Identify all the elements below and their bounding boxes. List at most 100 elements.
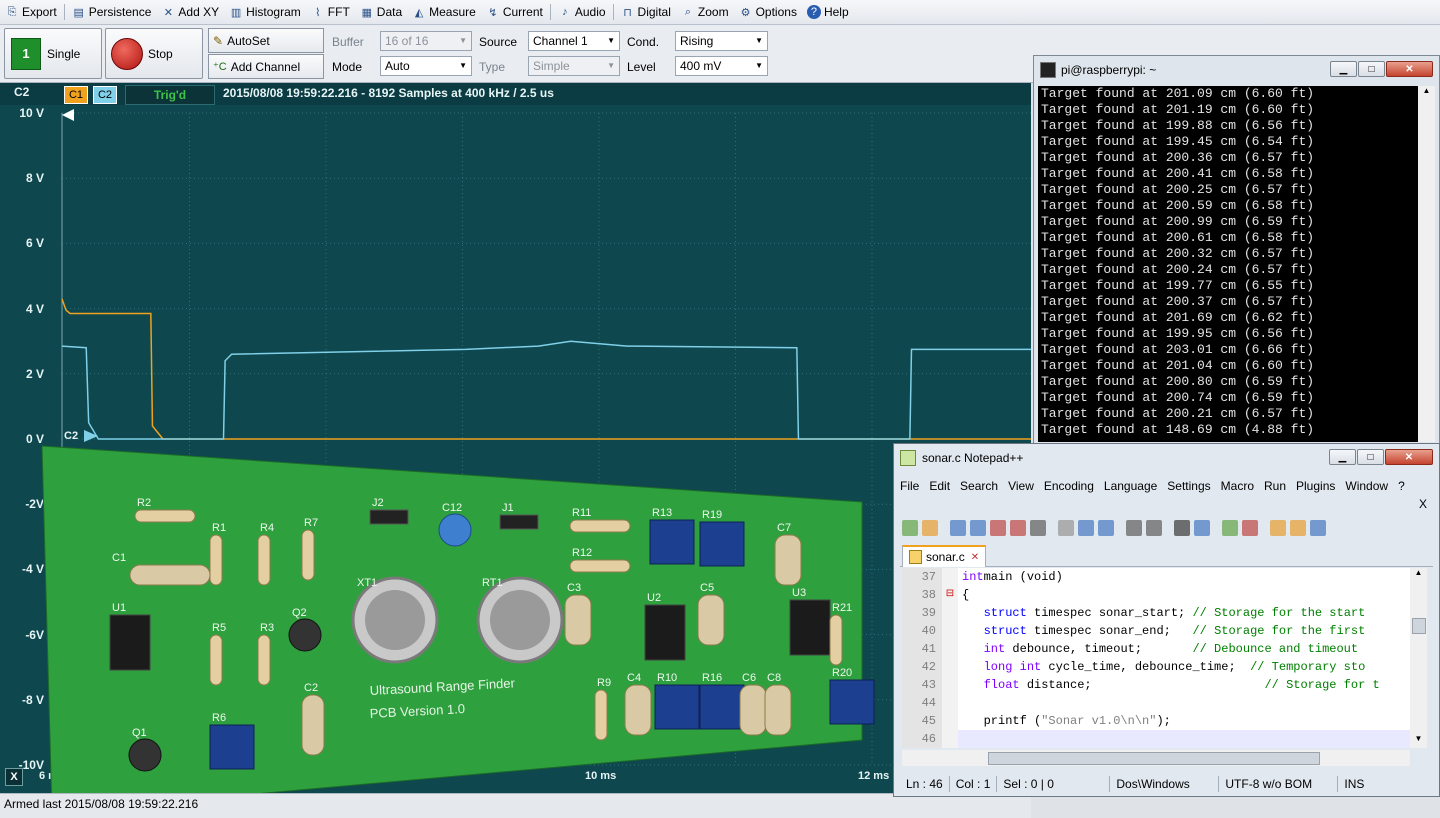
npp-menu-help[interactable]: ? [1398,479,1405,493]
undo-icon[interactable] [1126,520,1142,536]
npp-menu-view[interactable]: View [1008,479,1034,493]
level-select[interactable]: 400 mV▼ [675,56,768,76]
code-line[interactable]: 39 struct timespec sonar_start; // Stora… [902,604,1410,622]
code-vertical-scrollbar[interactable]: ▲ ▼ [1410,568,1427,748]
close-all-icon[interactable] [1010,520,1026,536]
menu-item-data[interactable]: ▦Data [355,1,407,23]
tab-close-icon[interactable]: ✕ [970,551,980,563]
npp-menu-edit[interactable]: Edit [929,479,951,493]
tab-sonar-c[interactable]: sonar.c ✕ [902,545,987,567]
close-document-button[interactable]: X [1419,497,1428,511]
fold-margin[interactable] [942,712,958,730]
save-all-icon[interactable] [970,520,986,536]
menu-item-export[interactable]: ⎘Export [0,1,62,23]
hscroll-thumb[interactable] [988,752,1320,765]
code-line[interactable]: 40 struct timespec sonar_end; // Storage… [902,622,1410,640]
npp-menu-plugins[interactable]: Plugins [1296,479,1336,493]
code-line[interactable]: 41 int debounce, timeout; // Debounce an… [902,640,1410,658]
zoom-in-icon[interactable] [1222,520,1238,536]
menu-item-persistence[interactable]: ▤Persistence [67,1,157,23]
code-line[interactable]: 46 [902,730,1410,748]
fold-margin[interactable] [942,658,958,676]
npp-menu-run[interactable]: Run [1264,479,1287,493]
menu-item-options[interactable]: ⚙Options [734,1,802,23]
zoom-out-icon[interactable] [1242,520,1258,536]
fold-margin[interactable] [942,694,958,712]
notepad-titlebar[interactable]: sonar.c Notepad++ [900,450,1023,466]
type-select[interactable]: Simple▼ [528,56,620,76]
code-line[interactable]: 45 printf ("Sonar v1.0\n\n"); [902,712,1410,730]
print-icon[interactable] [1030,520,1046,536]
terminal-titlebar[interactable]: pi@raspberrypi: ~ [1034,56,1439,84]
copy-icon[interactable] [1078,520,1094,536]
fold-margin[interactable]: ⊟ [942,586,958,604]
save-icon[interactable] [950,520,966,536]
single-button[interactable]: 1 Single [4,28,102,79]
c2-offset-marker[interactable] [84,430,98,442]
wrap-icon[interactable] [1310,520,1326,536]
close-file-icon[interactable] [990,520,1006,536]
sync-v-icon[interactable] [1270,520,1286,536]
fold-margin[interactable] [942,568,958,586]
open-file-icon[interactable] [922,520,938,536]
autoset-button[interactable]: ✎ AutoSet [208,28,324,53]
menu-item-help[interactable]: ?Help [802,1,854,23]
stop-button[interactable]: Stop [105,28,203,79]
cut-icon[interactable] [1058,520,1074,536]
sync-h-icon[interactable] [1290,520,1306,536]
npp-menu-settings[interactable]: Settings [1167,479,1211,493]
fold-margin[interactable] [942,676,958,694]
menu-item-fft[interactable]: ⌇FFT [306,1,355,23]
menu-item-measure[interactable]: ◭Measure [407,1,481,23]
menu-item-digital[interactable]: ⊓Digital [616,1,676,23]
redo-icon[interactable] [1146,520,1162,536]
menu-item-audio[interactable]: ♪Audio [553,1,611,23]
paste-icon[interactable] [1098,520,1114,536]
npp-menu-search[interactable]: Search [960,479,999,493]
code-horizontal-scrollbar[interactable] [902,750,1410,766]
maximize-button[interactable]: □ [1358,61,1385,77]
minimize-button[interactable]: ▁ [1329,449,1356,465]
npp-menu-window[interactable]: Window [1345,479,1389,493]
close-button[interactable]: ✕ [1386,61,1433,77]
code-line[interactable]: 42 long int cycle_time, debounce_time; /… [902,658,1410,676]
code-line[interactable]: 44 [902,694,1410,712]
find-icon[interactable] [1174,520,1190,536]
fold-margin[interactable] [942,640,958,658]
fold-margin[interactable] [942,730,958,748]
buffer-select[interactable]: 16 of 16▼ [380,31,472,51]
new-file-icon[interactable] [902,520,918,536]
replace-icon[interactable] [1194,520,1210,536]
scroll-thumb[interactable] [1412,618,1426,634]
menu-item-histogram[interactable]: ▥Histogram [224,1,306,23]
code-line[interactable]: 38⊟{ [902,586,1410,604]
cond-select[interactable]: Rising▼ [675,31,768,51]
mode-select[interactable]: Auto▼ [380,56,472,76]
terminal-output[interactable]: Target found at 201.09 cm (6.60 ft)Targe… [1038,86,1418,442]
scroll-up-icon[interactable]: ▲ [1422,86,1431,95]
npp-menu-macro[interactable]: Macro [1220,479,1254,493]
scroll-down-icon[interactable]: ▼ [1414,734,1423,743]
c1-channel-tag[interactable]: C1 [64,86,88,104]
terminal-scrollbar[interactable]: ▲ [1418,86,1435,442]
trigger-level-marker[interactable] [62,109,74,121]
npp-menu-language[interactable]: Language [1103,479,1158,493]
code-line[interactable]: 43 float distance; // Storage for t [902,676,1410,694]
source-select[interactable]: Channel 1▼ [528,31,620,51]
fold-margin[interactable] [942,622,958,640]
npp-menu-encoding[interactable]: Encoding [1043,479,1094,493]
maximize-button[interactable]: □ [1357,449,1384,465]
close-button[interactable]: ✕ [1385,449,1433,465]
menu-item-current[interactable]: ↯Current [481,1,548,23]
menu-item-add-xy[interactable]: ✕Add XY [156,1,224,23]
c2-channel-tag[interactable]: C2 [93,86,117,104]
scroll-up-icon[interactable]: ▲ [1414,568,1423,577]
add-channel-button[interactable]: ⁺C Add Channel [208,54,324,79]
terminal-window[interactable]: pi@raspberrypi: ~ ▁ □ ✕ Target found at … [1033,55,1440,445]
fold-margin[interactable] [942,604,958,622]
close-scope-button[interactable]: X [5,768,23,786]
menu-item-zoom[interactable]: ⌕Zoom [676,1,734,23]
